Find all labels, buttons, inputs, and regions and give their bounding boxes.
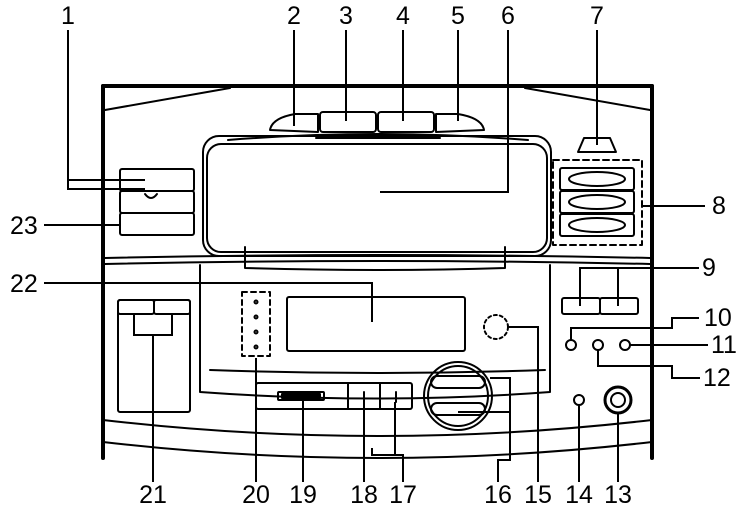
headphone-jack [603,385,633,415]
callout-7: 7 [590,2,604,30]
callout-11: 11 [711,331,737,359]
right-button-stack [552,159,643,246]
deck-area [202,133,552,271]
callout-2: 2 [287,2,301,30]
indicator-column [241,291,271,357]
top-button-2 [269,113,319,133]
callout-6: 6 [501,2,515,30]
callout-22: 22 [10,270,38,298]
callout-21: 21 [139,481,167,509]
volume-knob [423,361,493,431]
callout-12: 12 [703,364,731,392]
callout-16: 16 [484,481,512,509]
callout-1: 1 [61,2,75,30]
remote-sensor [483,314,509,340]
callout-15: 15 [524,481,552,509]
callout-20: 20 [242,481,270,509]
callout-10: 10 [704,304,732,332]
top-button-4 [377,111,435,133]
callout-leaders [44,30,708,482]
callout-14: 14 [565,481,593,509]
callout-9: 9 [702,254,716,282]
top-right-button-7 [577,137,617,153]
callout-19: 19 [289,481,317,509]
cabinet-outline [101,84,654,460]
callout-labels: 1 2 3 4 5 6 7 8 9 10 11 12 13 14 15 16 1… [10,2,737,509]
callout-3: 3 [339,2,353,30]
callout-17: 17 [389,481,417,509]
left-button-group [119,168,195,236]
callout-23: 23 [10,212,38,240]
callout-13: 13 [604,481,632,509]
top-button-row [269,111,485,139]
callout-4: 4 [396,2,410,30]
callout-18: 18 [350,481,378,509]
callout-8: 8 [712,192,726,220]
callout-5: 5 [451,2,465,30]
top-button-3 [319,111,377,133]
display-window [286,296,466,352]
top-button-5 [435,113,485,133]
